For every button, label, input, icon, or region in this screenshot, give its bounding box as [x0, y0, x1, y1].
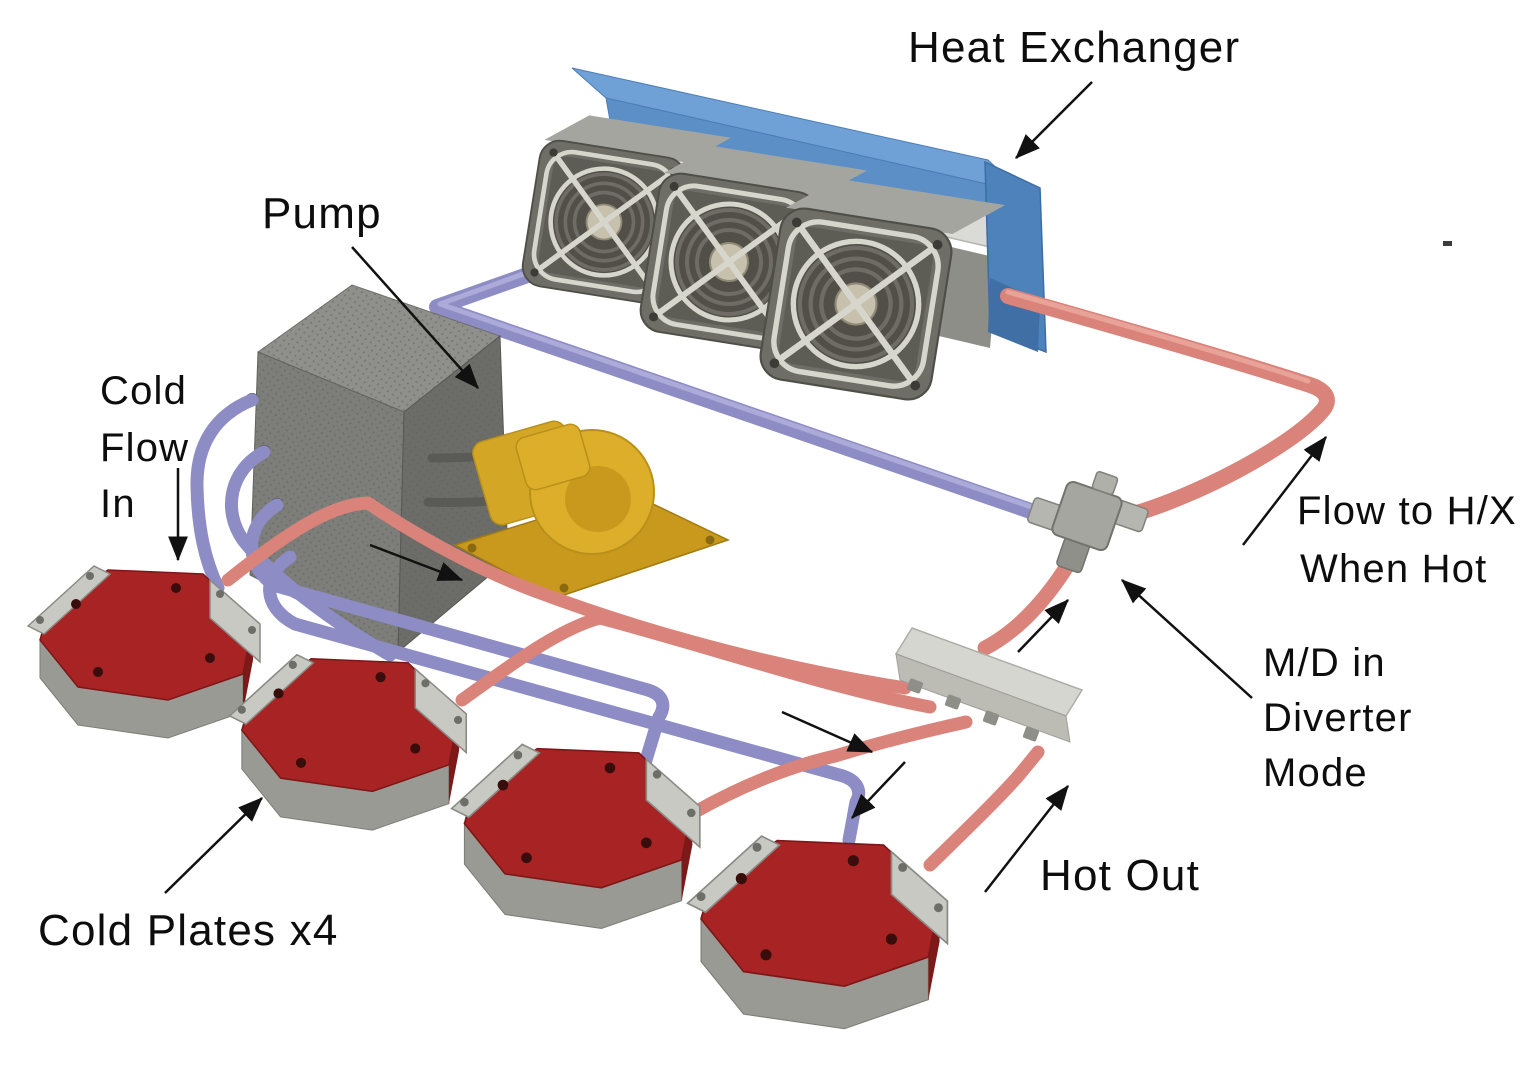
stray-mark — [1443, 241, 1452, 246]
svg-text:M/D in: M/D in — [1263, 641, 1386, 685]
plate-rail-left — [26, 565, 112, 635]
plate-rail-left — [228, 653, 315, 725]
arrow-hot-out — [984, 785, 1069, 893]
cold-plate-top — [39, 569, 254, 701]
diverter-valve — [1027, 470, 1149, 574]
cold-plate-3 — [450, 743, 701, 929]
hot-pipe-diverter-to-hx — [1000, 288, 1335, 523]
svg-text:When Hot: When Hot — [1300, 547, 1487, 591]
svg-text:Flow to H/X: Flow to H/X — [1297, 489, 1517, 533]
svg-text:Diverter: Diverter — [1263, 696, 1413, 740]
arrow-cold-plates — [164, 797, 263, 894]
svg-text:In: In — [100, 482, 136, 526]
arrow-heat-exchanger — [1015, 81, 1093, 159]
cold-hoses-to-plates — [190, 393, 866, 847]
manifold — [894, 627, 1084, 743]
arrow-flow-to-hx — [1242, 436, 1327, 546]
flow-arrow-right-2 — [781, 710, 874, 754]
cold-hose-plate-1 — [190, 393, 259, 595]
svg-text:Cold: Cold — [100, 369, 187, 413]
plate-rail-right — [414, 667, 468, 755]
cold-plate-1 — [26, 565, 261, 739]
svg-text:Mode: Mode — [1263, 751, 1368, 795]
plate-rail-right — [890, 849, 949, 946]
label-flow-to-hx: Flow to H/X When Hot — [1297, 489, 1517, 591]
hot-hoses-to-manifold — [221, 496, 1045, 872]
plate-rail-right — [645, 757, 701, 849]
cold-plate-top — [463, 747, 694, 889]
label-heat-exchanger: Heat Exchanger — [908, 23, 1240, 72]
hot-hose-plate-4 — [923, 745, 1045, 872]
cold-plate-top — [240, 657, 460, 793]
fan-unit-1 — [521, 115, 731, 305]
arrow-pump — [351, 246, 479, 389]
svg-text:Flow: Flow — [100, 426, 189, 470]
manifold-front-face — [895, 653, 1071, 743]
plate-rail-right — [209, 578, 261, 664]
cold-plate-2 — [228, 653, 468, 831]
label-arrows — [164, 81, 1327, 894]
arrow-diverter — [1121, 579, 1253, 699]
label-cold-plates: Cold Plates x4 — [38, 906, 339, 955]
cold-plate-4 — [686, 835, 949, 1030]
plate-rail-left — [450, 743, 541, 819]
flow-arrow-right-1 — [369, 543, 464, 582]
reservoir — [246, 284, 509, 654]
fan-unit-3 — [759, 178, 1006, 401]
flow-arrow-to-diverter — [1017, 599, 1069, 653]
label-hot-out: Hot Out — [1040, 851, 1200, 900]
label-diverter-mode: M/D in Diverter Mode — [1263, 641, 1413, 795]
label-pump: Pump — [262, 189, 382, 238]
label-cold-flow-in: Cold Flow In — [100, 369, 189, 526]
cold-plate-top — [700, 839, 941, 988]
pump — [453, 420, 730, 599]
flow-arrows — [369, 543, 1069, 819]
plate-rail-left — [686, 835, 781, 914]
flow-arrow-down-left — [851, 761, 906, 819]
hot-hose-plate-3 — [688, 715, 973, 819]
fan-guard — [771, 219, 941, 389]
hot-hose-plate-2 — [455, 611, 937, 714]
cold-hose-plate-4 — [263, 550, 866, 847]
